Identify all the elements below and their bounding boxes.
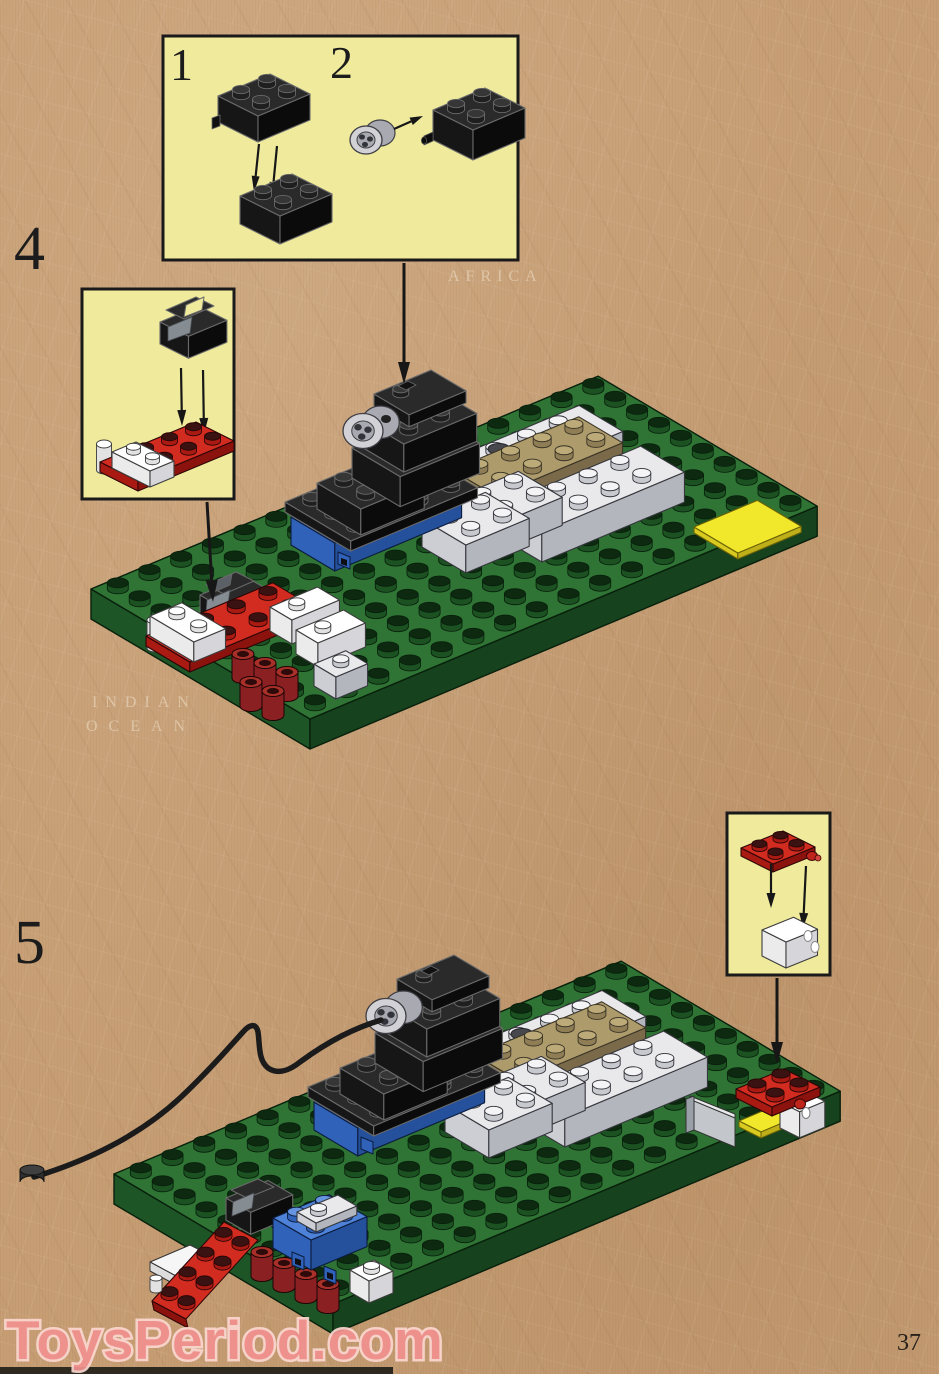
pulley-wheel-icon (365, 990, 423, 1035)
scan-edge-bar (0, 1367, 393, 1374)
map-texture-label-indian: INDIAN (92, 694, 197, 711)
pulley-wheel-icon (349, 119, 396, 155)
guide-arrow (766, 864, 776, 908)
step4-inset-illustration (96, 296, 235, 492)
page-number: 37 (897, 1330, 921, 1356)
map-texture-label-africa: AFRICA (448, 268, 543, 285)
step4-number: 4 (14, 215, 45, 283)
guide-arrow (398, 263, 410, 384)
guide-arrow (205, 501, 218, 602)
watermark: ToysPeriod.com (6, 1309, 444, 1371)
map-texture-label-ocean: OCEAN (86, 718, 197, 735)
substep2-number: 2 (330, 37, 353, 88)
substep1-number: 1 (170, 39, 193, 90)
guide-arrow (799, 865, 809, 928)
step5-assembly-illustration (19, 954, 841, 1335)
steps-1-2-inset-box (161, 34, 526, 262)
pulley-wheel-icon (342, 405, 400, 450)
guide-arrows (205, 263, 783, 1064)
guide-arrow (393, 116, 423, 131)
step4-assembly-illustration (90, 369, 818, 750)
step4-inset-box (80, 287, 236, 501)
guide-arrow (251, 143, 261, 192)
power-wire-illustration (19, 1017, 384, 1183)
guide-arrow (177, 367, 187, 426)
step5-number: 5 (14, 909, 45, 977)
substeps-1-2-illustration (211, 73, 526, 245)
step5-inset-box (725, 811, 832, 977)
guide-arrow (771, 978, 783, 1064)
step5-inset-illustration (740, 830, 822, 969)
